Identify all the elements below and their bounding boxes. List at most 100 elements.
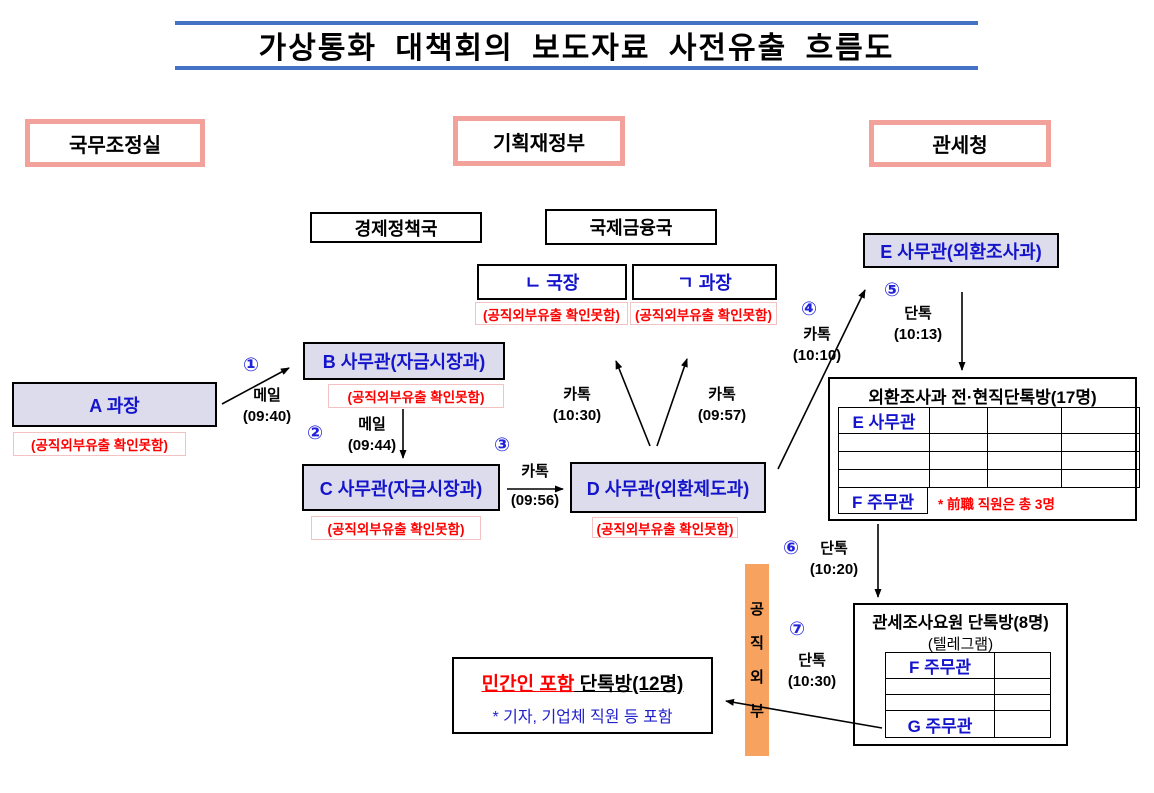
- person-box-b: B 사무관(자금시장과): [303, 342, 505, 380]
- table-row: [838, 451, 1140, 470]
- flow-number-3: ③: [494, 435, 511, 456]
- flow-method-1: 메일: [253, 387, 281, 404]
- flow-label-mail-0940: 메일 (09:40): [222, 385, 312, 427]
- flow-method-3: 카톡: [521, 463, 549, 480]
- table-row: [885, 694, 1051, 711]
- empty-cell: [838, 433, 930, 452]
- org-box-customs: 관세청: [869, 120, 1051, 167]
- empty-cell: [929, 407, 988, 434]
- chatroom-customs-title: 관세조사요원 단톡방(8명): [872, 614, 1049, 632]
- empty-cell: [929, 451, 988, 470]
- chatroom-customs-member-f: F 주무관: [885, 652, 995, 679]
- chatroom-fx-title: 외환조사과 전·현직단톡방(17명): [868, 388, 1097, 407]
- empty-cell: [987, 451, 1062, 470]
- person-box-e: E 사무관(외환조사과): [863, 233, 1059, 268]
- flow-label-kakao-method-0956: 카톡: [495, 461, 575, 482]
- flow-label-dantok-1013: 단톡 (10:13): [873, 303, 963, 345]
- flow-time-1: (09:40): [242, 408, 292, 425]
- title-bottom-rule: [175, 66, 978, 70]
- chatroom-customs-member-grid: F 주무관 G 주무관: [885, 652, 1051, 738]
- table-row: [838, 433, 1140, 452]
- flow-time-3: (09:56): [510, 492, 560, 509]
- page-title: 가상통화 대책회의 보도자료 사전유출 흐름도: [258, 32, 895, 65]
- barrier-char: 부: [750, 703, 764, 720]
- table-row: [885, 678, 1051, 695]
- flow-time-4: (10:10): [792, 347, 842, 364]
- org-box-pmo: 국무조정실: [25, 119, 205, 167]
- flow-number-5: ⑤: [884, 280, 901, 301]
- flow-method-4: 카톡: [803, 326, 831, 343]
- empty-cell: [929, 469, 988, 488]
- note-unconfirmed-a: (공직외부유출 확인못함): [13, 432, 186, 456]
- person-box-d: D 사무관(외환제도과): [570, 462, 766, 513]
- flow-number-4: ④: [801, 299, 818, 320]
- flow-method-6: 단톡: [820, 540, 848, 557]
- chatroom-private-title-rest: 단톡방(12명): [574, 674, 684, 695]
- flow-label-dantok-1030: 단톡 (10:30): [772, 650, 852, 692]
- table-row: [838, 469, 1140, 488]
- org-box-moef: 기획재정부: [453, 116, 625, 166]
- flow-time-d-to-g: (09:57): [697, 407, 747, 424]
- person-box-c: C 사무관(자금시장과): [302, 464, 500, 511]
- flow-number-2: ②: [307, 423, 324, 444]
- chatroom-fx-member-e: E 사무관: [838, 407, 930, 434]
- table-row: G 주무관: [885, 710, 1051, 738]
- empty-cell: [987, 407, 1062, 434]
- chatroom-fx-note: * 前職 직원은 총 3명: [938, 497, 1055, 512]
- empty-cell: [885, 678, 995, 695]
- barrier-char: 외: [750, 669, 764, 686]
- flow-method-7: 단톡: [798, 652, 826, 669]
- table-row: F 주무관: [885, 652, 1051, 679]
- flow-method-5: 단톡: [904, 305, 932, 322]
- empty-cell: [987, 433, 1062, 452]
- flow-label-kakao-0957-to-chief: 카톡 (09:57): [677, 384, 767, 426]
- flow-time-5: (10:13): [893, 326, 943, 343]
- dept-box-intl-finance: 국제금융국: [545, 209, 717, 245]
- note-unconfirmed-d: (공직외부유출 확인못함): [592, 517, 738, 538]
- empty-cell: [1061, 469, 1140, 488]
- flow-label-kakao-1010: 카톡 (10:10): [772, 324, 862, 366]
- note-unconfirmed-g: (공직외부유출 확인못함): [630, 302, 777, 325]
- barrier-char: 직: [750, 635, 764, 652]
- empty-cell: [1061, 407, 1140, 434]
- empty-cell: [994, 652, 1051, 679]
- flow-time-d-to-n: (10:30): [552, 407, 602, 424]
- flow-label-kakao-time-0956: (09:56): [495, 490, 575, 511]
- flow-number-7: ⑦: [789, 619, 806, 640]
- empty-cell: [987, 469, 1062, 488]
- chatroom-customs-subtitle: (텔레그램): [927, 636, 994, 653]
- chatroom-customs-member-g: G 주무관: [885, 710, 995, 738]
- empty-cell: [1061, 433, 1140, 452]
- empty-cell: [994, 694, 1051, 711]
- flow-method-2: 메일: [358, 416, 386, 433]
- chatroom-private-title-highlight: 민간인 포함: [481, 674, 575, 695]
- empty-cell: [885, 694, 995, 711]
- person-box-a: A 과장: [12, 382, 217, 427]
- empty-cell: [838, 451, 930, 470]
- note-unconfirmed-n: (공직외부유출 확인못함): [475, 302, 628, 325]
- person-box-n-director: ㄴ 국장: [477, 264, 627, 300]
- empty-cell: [994, 710, 1051, 738]
- chatroom-fx-member-f: F 주무관: [838, 487, 928, 514]
- note-unconfirmed-c: (공직외부유출 확인못함): [311, 516, 481, 540]
- flow-label-dantok-1020: 단톡 (10:20): [794, 538, 874, 580]
- flow-time-6: (10:20): [809, 561, 859, 578]
- person-box-g-chief: ㄱ 과장: [632, 264, 777, 300]
- flow-label-kakao-1030-to-director: 카톡 (10:30): [532, 384, 622, 426]
- note-unconfirmed-b: (공직외부유출 확인못함): [328, 384, 504, 408]
- flow-method-d-to-g: 카톡: [708, 386, 736, 403]
- empty-cell: [838, 469, 930, 488]
- flow-label-mail-0944: 메일 (09:44): [327, 414, 417, 456]
- flow-number-6: ⑥: [783, 538, 800, 559]
- chatroom-private-note: * 기자, 기업체 직원 등 포함: [492, 709, 673, 726]
- barrier-char: 공: [750, 601, 764, 618]
- dept-box-economic-policy: 경제정책국: [310, 212, 482, 243]
- flow-number-1: ①: [243, 355, 260, 376]
- public-external-barrier-bar: 공 직 외 부: [745, 564, 769, 756]
- chatroom-private-box: 민간인 포함 단톡방(12명) * 기자, 기업체 직원 등 포함: [452, 657, 713, 734]
- empty-cell: [929, 433, 988, 452]
- chatroom-fx-member-grid: E 사무관: [838, 407, 1140, 488]
- flow-time-7: (10:30): [787, 673, 837, 690]
- table-row: E 사무관: [838, 407, 1140, 434]
